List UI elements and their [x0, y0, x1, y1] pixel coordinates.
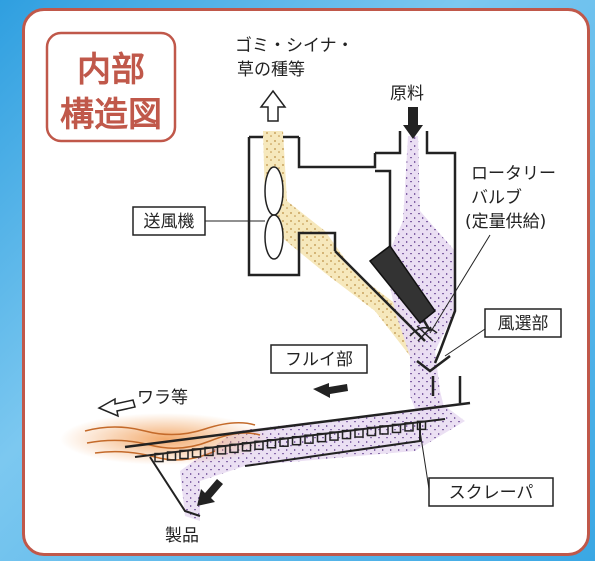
- blower-label-box: 送風機: [132, 206, 206, 236]
- diagram-panel: 内部 構造図: [22, 8, 590, 556]
- scraper-tooth: [279, 437, 289, 447]
- scraper-tooth: [166, 451, 177, 461]
- rotary-valve-label-line2: バルブ: [471, 187, 522, 208]
- product-label: 製品: [165, 526, 199, 546]
- scraper-tooth: [291, 435, 302, 446]
- grain-flow: [385, 136, 455, 421]
- scraper-tooth: [416, 420, 427, 431]
- straw-label: ワラ等: [137, 388, 188, 408]
- scraper-tooth: [316, 432, 327, 443]
- scraper-tooth: [304, 434, 314, 444]
- sieve-section-label: フルイ部: [285, 350, 353, 370]
- dust-label-line2: 草の種等: [237, 60, 305, 80]
- dust-label-line1: ゴミ・シイナ・: [235, 35, 354, 56]
- scraper-tooth: [254, 440, 264, 451]
- rotary-valve-label-line1: ロータリー: [471, 164, 556, 184]
- scraper-tooth: [204, 446, 214, 457]
- wind-section-label-box: 風選部: [444, 308, 562, 357]
- scraper-tooth: [229, 443, 239, 454]
- sieve-flow-arrow-icon: [313, 383, 348, 398]
- scraper-tooth: [404, 422, 414, 432]
- scraper-tooth: [266, 439, 277, 449]
- scraper-label: スクレーパ: [449, 483, 534, 503]
- sieve-section-label-box: フルイ部: [270, 344, 368, 374]
- straw-cloud: [60, 413, 270, 465]
- scraper-tooth: [216, 445, 227, 455]
- scraper-tooth: [241, 442, 252, 452]
- raw-material-label: 原料: [390, 84, 424, 104]
- scraper-tooth: [354, 428, 364, 438]
- blower-label: 送風機: [144, 212, 195, 232]
- product-arrow-icon: [197, 479, 223, 506]
- scraper-tooth: [329, 431, 339, 441]
- title-line1: 内部: [77, 50, 145, 90]
- scraper-tooth: [191, 448, 202, 458]
- valve-rotor-icon: [409, 325, 438, 342]
- discharge-chute: [431, 376, 462, 403]
- scraper-teeth: [154, 420, 427, 463]
- scraper-label-box: スクレーパ: [419, 430, 554, 507]
- dust-outlet-arrow-icon: [259, 89, 287, 122]
- blower-housing: [247, 135, 315, 277]
- raw-material-arrow-icon: [403, 107, 423, 139]
- straw-outlet-arrow-icon: [97, 397, 136, 418]
- rotary-valve: [368, 244, 437, 325]
- rotary-valve-label-line3: (定量供給): [465, 212, 546, 232]
- title-box: 内部 構造図: [45, 31, 177, 143]
- air-duct: [315, 153, 426, 342]
- scraper-tooth: [341, 429, 352, 440]
- fan-icon: [264, 166, 284, 260]
- scraper-tooth: [379, 425, 389, 435]
- scraper-tooth: [154, 452, 164, 463]
- title-line2: 構造図: [60, 95, 162, 135]
- wind-section-label: 風選部: [498, 314, 549, 334]
- scraper-tooth: [391, 423, 402, 434]
- machine-diagram: 内部 構造図: [45, 31, 562, 546]
- scraper-tooth: [179, 449, 189, 460]
- scraper-tooth: [366, 426, 377, 437]
